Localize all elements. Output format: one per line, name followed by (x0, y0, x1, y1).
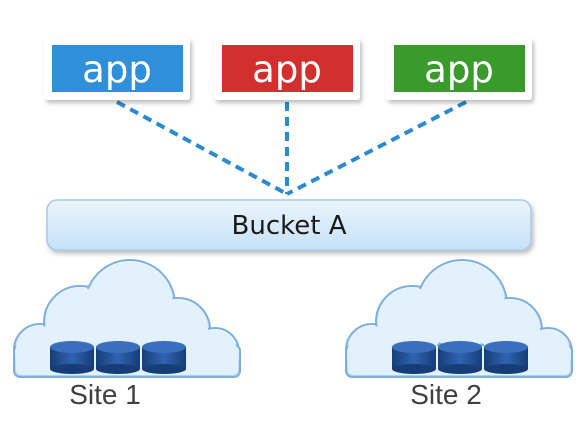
connector-app-3 (286, 100, 467, 196)
cloud-site-2 (345, 259, 573, 378)
disk-group-site-1 (50, 341, 186, 374)
app-box-2: app (214, 38, 360, 100)
disk-icon (50, 341, 94, 374)
disk-group-site-2 (392, 341, 528, 374)
bucket-label: Bucket A (232, 211, 347, 241)
connectors (116, 100, 467, 196)
app-box-1: app (44, 38, 190, 100)
site-label-1: Site 1 (69, 379, 141, 410)
disk-icon (484, 341, 528, 374)
connector-app-1 (116, 100, 288, 196)
site-label-2: Site 2 (410, 379, 482, 410)
disk-icon (142, 341, 186, 374)
app-label-3: app (424, 48, 494, 91)
app-box-3: app (386, 38, 532, 100)
disk-icon (392, 341, 436, 374)
app-label-1: app (82, 48, 152, 91)
app-label-2: app (252, 48, 322, 91)
disk-icon (96, 341, 140, 374)
bucket-bar: Bucket A (46, 199, 532, 251)
disk-icon (438, 341, 482, 374)
cloud-site-1 (13, 259, 241, 378)
